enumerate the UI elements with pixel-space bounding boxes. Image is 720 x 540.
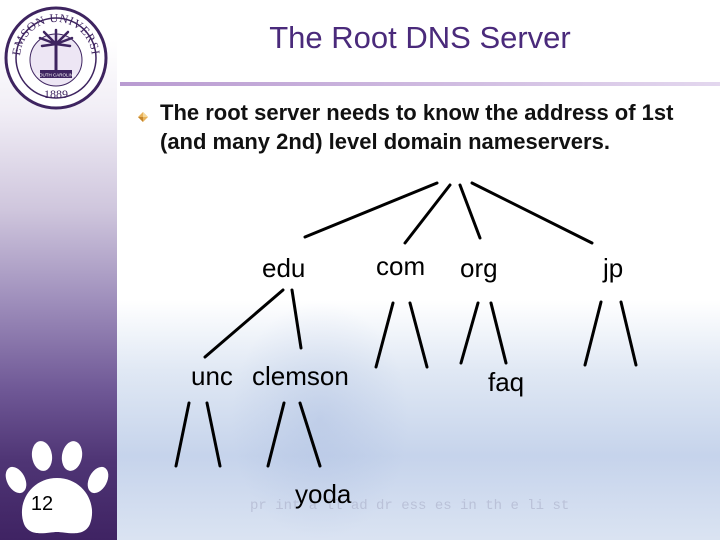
edge-com-2 [410,303,427,367]
edge-clemson-yoda [300,403,320,466]
edge-root-jp [472,183,592,243]
edge-org-faq [491,303,506,363]
node-unc: unc [191,361,233,392]
tiger-paw-logo [2,440,116,540]
edge-unc-2 [207,403,220,466]
edge-jp-2 [621,302,636,365]
edge-edu-unc [205,290,283,357]
edge-root-org [460,185,480,238]
node-edu: edu [262,253,305,284]
edge-org-1 [461,303,478,363]
edge-clemson-1 [268,403,284,466]
node-clemson: clemson [252,361,349,392]
node-faq: faq [488,367,524,398]
edge-unc-1 [176,403,189,466]
node-org: org [460,253,498,284]
node-jp: jp [603,253,623,284]
edge-edu-clemson [292,290,301,348]
slide-number: 12 [22,493,62,516]
node-com: com [376,251,425,282]
edge-jp-1 [585,302,601,365]
edge-com-1 [376,303,393,367]
node-yoda: yoda [295,479,351,510]
